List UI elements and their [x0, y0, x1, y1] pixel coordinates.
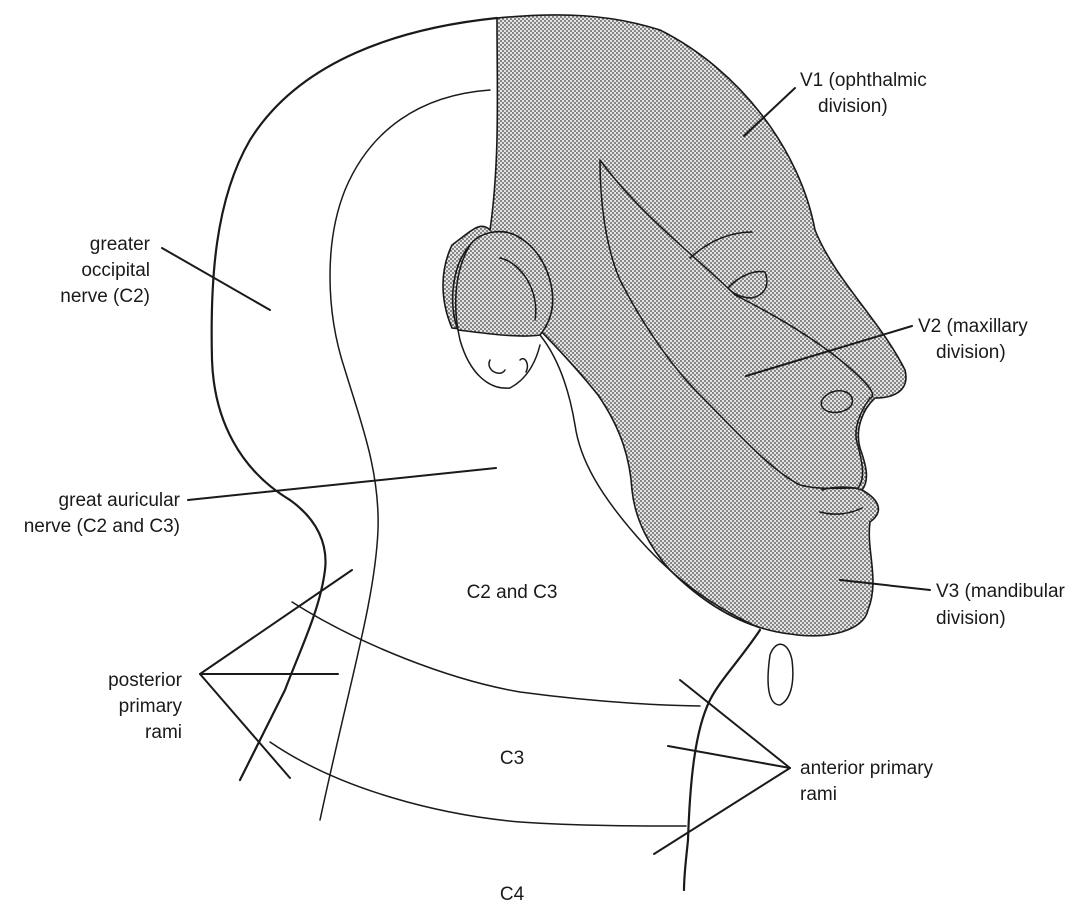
c3-label: C3: [500, 748, 524, 769]
v1-label-line2: division): [818, 96, 888, 117]
throat-detail: [768, 644, 793, 705]
v2-label-line1: V2 (maxillary: [918, 316, 1028, 337]
anterior-rami-label-line2: rami: [800, 784, 837, 805]
occipital-boundary-line: [320, 90, 490, 820]
posterior-rami-label-line1: posterior: [108, 670, 183, 691]
great-auricular-leader: [188, 468, 496, 500]
great-auricular-label-line2: nerve (C2 and C3): [24, 516, 180, 537]
c3-upper-boundary: [292, 602, 700, 706]
c3-lower-boundary: [270, 742, 686, 826]
posterior-rami-leader-upper: [200, 570, 352, 674]
anterior-rami-leader-upper: [680, 680, 790, 768]
posterior-rami-leader-lower: [200, 674, 290, 778]
v3-label-line1: V3 (mandibular: [936, 581, 1066, 602]
greater-occipital-label-line2: occipital: [81, 260, 150, 281]
c4-label: C4: [500, 884, 525, 905]
posterior-rami-label-line3: rami: [145, 722, 182, 743]
posterior-rami-label-line2: primary: [119, 696, 183, 717]
great-auricular-label-line1: great auricular: [59, 490, 181, 511]
greater-occipital-label-line1: greater: [90, 234, 151, 255]
anterior-rami-label-line1: anterior primary: [800, 758, 934, 779]
v1-label-line1: V1 (ophthalmic: [800, 70, 927, 91]
greater-occipital-label-line3: nerve (C2): [60, 286, 150, 307]
c2-c3-label: C2 and C3: [467, 582, 558, 603]
v2-label-line2: division): [936, 342, 1006, 363]
anterior-rami-leader-lower: [654, 768, 790, 854]
ear-inner-fold: [489, 359, 527, 374]
anterior-rami-leader-middle: [668, 746, 790, 768]
v3-label-line2: division): [936, 608, 1006, 629]
